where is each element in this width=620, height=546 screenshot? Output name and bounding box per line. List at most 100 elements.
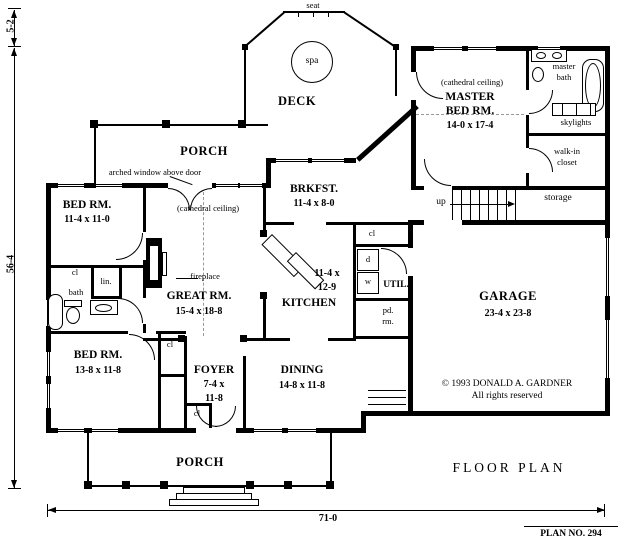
- door-arc: [215, 406, 236, 427]
- wall: [528, 133, 605, 136]
- window: [434, 46, 462, 51]
- line: [298, 13, 299, 17]
- dimension-tick: [47, 504, 48, 517]
- wall: [408, 220, 413, 248]
- dim-overall-width: 71-0: [318, 513, 338, 524]
- stair-tread: [515, 190, 516, 220]
- wall: [408, 220, 424, 225]
- dimension-arrow: [11, 480, 17, 488]
- wall: [143, 324, 146, 333]
- wall: [353, 336, 411, 339]
- toilet: [66, 307, 80, 324]
- room-size2-foyer: 11-8: [205, 393, 223, 404]
- walkin-label1: walk-in: [554, 146, 580, 156]
- wall: [91, 296, 122, 299]
- window: [468, 46, 496, 51]
- wall: [526, 115, 529, 148]
- room-size2-kitchen: 12-9: [317, 282, 337, 293]
- door-arc: [118, 298, 143, 323]
- room-label-kitchen: KITCHEN: [281, 297, 337, 309]
- room-label-dining: DINING: [280, 364, 324, 376]
- stair-tread: [506, 190, 507, 220]
- wall: [605, 220, 610, 416]
- line: [328, 13, 329, 17]
- wall: [411, 46, 416, 72]
- stair-tread: [488, 190, 489, 220]
- porch-rear-label: PORCH: [180, 144, 228, 158]
- cathedral-note-great: (cathedral ceiling): [176, 203, 240, 213]
- garage-door: [605, 238, 610, 296]
- wall: [158, 333, 161, 428]
- leader-line: [176, 278, 198, 279]
- room-label1-master: MASTER: [445, 91, 495, 103]
- room-size-garage: 23-4 x 23-8: [484, 308, 532, 319]
- column: [162, 120, 170, 128]
- skylight: [576, 104, 577, 116]
- wall: [158, 374, 184, 377]
- dimension-arrow: [11, 48, 17, 56]
- wall: [46, 428, 196, 433]
- line: [330, 433, 332, 487]
- wall: [156, 331, 186, 334]
- line: [342, 11, 398, 49]
- room-label2-master: BED RM.: [445, 105, 495, 117]
- dimension-arrow: [597, 507, 605, 513]
- line: [283, 11, 345, 13]
- room-label-bed2: BED RM.: [73, 349, 123, 361]
- wall: [408, 276, 413, 416]
- room-label-bed1: BED RM.: [62, 199, 112, 211]
- door-arc: [529, 148, 553, 172]
- wall: [91, 265, 94, 298]
- stairs-up-label: up: [436, 197, 446, 207]
- wall: [143, 188, 146, 232]
- door-arc: [116, 233, 143, 260]
- room-label-utility: UTIL.: [383, 280, 409, 290]
- window: [58, 183, 84, 188]
- window: [240, 183, 262, 188]
- dryer-label: d: [365, 254, 371, 264]
- porch-step: [169, 499, 259, 506]
- copyright-line2: All rights reserved: [471, 391, 543, 401]
- column: [122, 481, 130, 489]
- closet-label-bed2: cl: [166, 339, 174, 349]
- plan-number: PLAN NO. 294: [540, 529, 602, 539]
- garage-door: [605, 320, 610, 378]
- porch-front-label: PORCH: [176, 455, 224, 469]
- wall: [46, 265, 146, 268]
- wall: [411, 46, 610, 51]
- dimension-line: [48, 510, 605, 511]
- wall: [356, 104, 419, 162]
- column: [238, 120, 246, 128]
- up-arrow-head: [508, 201, 515, 207]
- toilet: [532, 67, 544, 82]
- fireplace-label: fireplace: [190, 271, 220, 281]
- dimension-line: [14, 48, 15, 488]
- line: [94, 124, 246, 126]
- dimension-line: [14, 10, 15, 46]
- room-label-garage: GARAGE: [479, 289, 537, 303]
- wall: [263, 296, 266, 338]
- line: [94, 124, 96, 184]
- room-size-bed2: 13-8 x 11-8: [74, 365, 122, 376]
- floor-plan-title: FLOOR PLAN: [452, 460, 566, 475]
- up-arrow-line: [450, 204, 508, 205]
- line: [244, 46, 246, 126]
- column: [393, 44, 399, 50]
- arched-window-note: arched window above door: [108, 167, 202, 177]
- wall: [119, 265, 122, 298]
- hearth: [162, 252, 167, 276]
- room-size-breakfast: 11-4 x 8-0: [293, 198, 335, 209]
- ridge-line: [416, 114, 524, 115]
- stair-tread: [461, 190, 462, 220]
- master-bath-label2: bath: [556, 72, 572, 82]
- dim-deck-depth: 5-2: [5, 19, 17, 33]
- column: [260, 230, 267, 237]
- door-arc: [529, 90, 553, 114]
- room-size-dining: 14-8 x 11-8: [278, 380, 326, 391]
- window: [276, 158, 308, 163]
- line: [395, 46, 397, 96]
- column: [284, 481, 292, 489]
- room-label-breakfast: BRKFST.: [289, 183, 339, 195]
- wall: [353, 298, 411, 301]
- tub: [48, 294, 63, 330]
